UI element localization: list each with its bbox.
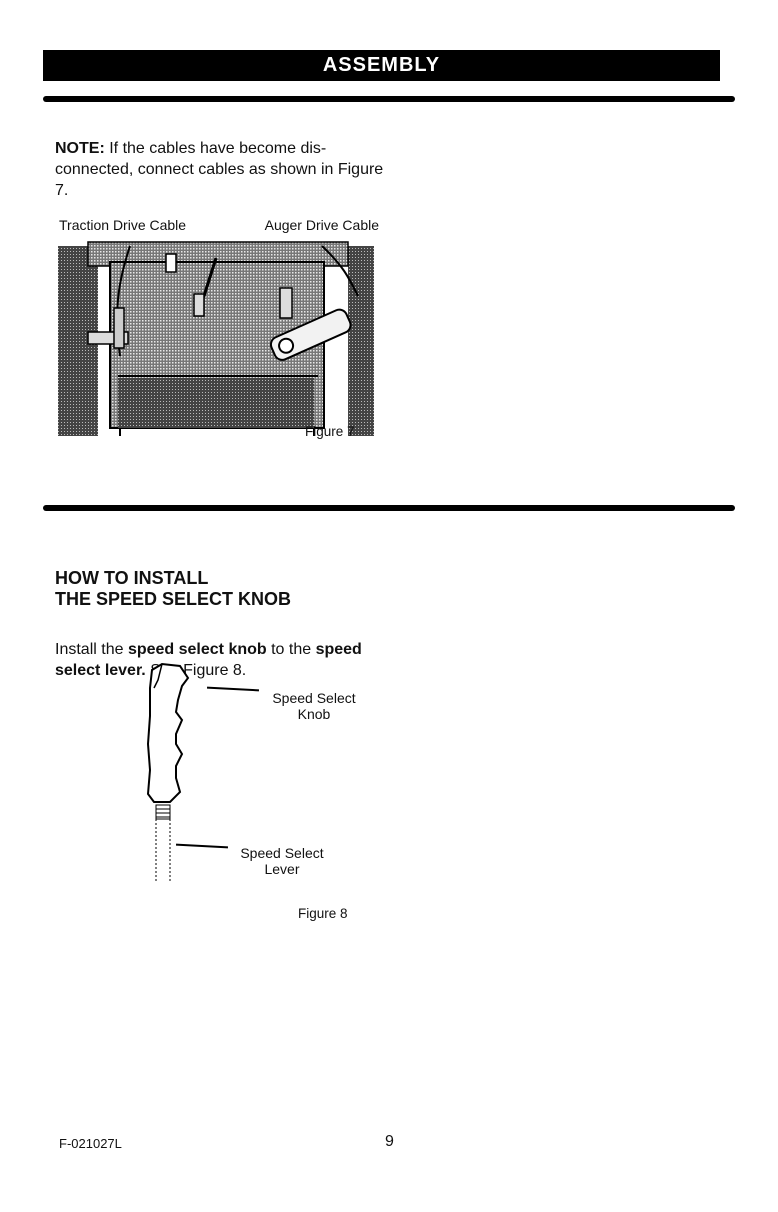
note-paragraph: NOTE: If the cables have become dis- con…: [55, 138, 385, 201]
lever-callout-line2: Lever: [264, 861, 300, 877]
instr-mid: to the: [266, 641, 316, 658]
section-header-title: ASSEMBLY: [322, 54, 441, 76]
lever-callout-line1: Speed Select: [240, 845, 324, 861]
section-title-line1: HOW TO INSTALL: [55, 568, 209, 588]
knob-callout-line1: Speed Select: [272, 690, 356, 706]
instr-lever-term: speed select lever.: [55, 641, 362, 679]
section-title-line2: THE SPEED SELECT KNOB: [55, 589, 292, 609]
knob-callout-line: [206, 686, 260, 692]
section-title: HOW TO INSTALL THE SPEED SELECT KNOB: [55, 568, 291, 610]
figure7-illustration: [58, 241, 374, 442]
top-divider: [43, 96, 735, 102]
page-number: 9: [385, 1133, 394, 1150]
instr-knob-term: speed select knob: [127, 641, 267, 658]
section-header-bar: ASSEMBLY: [43, 50, 720, 81]
knob-callout-label: Speed Select Knob: [262, 690, 366, 722]
note-text: If the cables have become dis- connected…: [55, 140, 384, 199]
knob-callout-line2: Knob: [297, 706, 331, 722]
instr-prefix: Install the: [55, 641, 128, 658]
speed-select-knob: [146, 662, 190, 803]
figure8-illustration: [146, 662, 190, 882]
figure7-labels: Traction Drive Cable Auger Drive Cable: [59, 217, 379, 233]
traction-drive-cable-label: Traction Drive Cable: [59, 217, 187, 233]
document-code: F-021027L: [59, 1136, 122, 1151]
lever-callout-label: Speed Select Lever: [230, 845, 334, 877]
figure7-caption: Figure 7: [305, 424, 355, 439]
note-label: NOTE:: [55, 140, 105, 157]
section-instructions: Install the speed select knob to the spe…: [55, 639, 375, 681]
section-divider: [43, 505, 735, 511]
figure8-caption: Figure 8: [298, 906, 348, 921]
auger-drive-cable-label: Auger Drive Cable: [264, 217, 379, 233]
right-wheel: [348, 246, 374, 436]
